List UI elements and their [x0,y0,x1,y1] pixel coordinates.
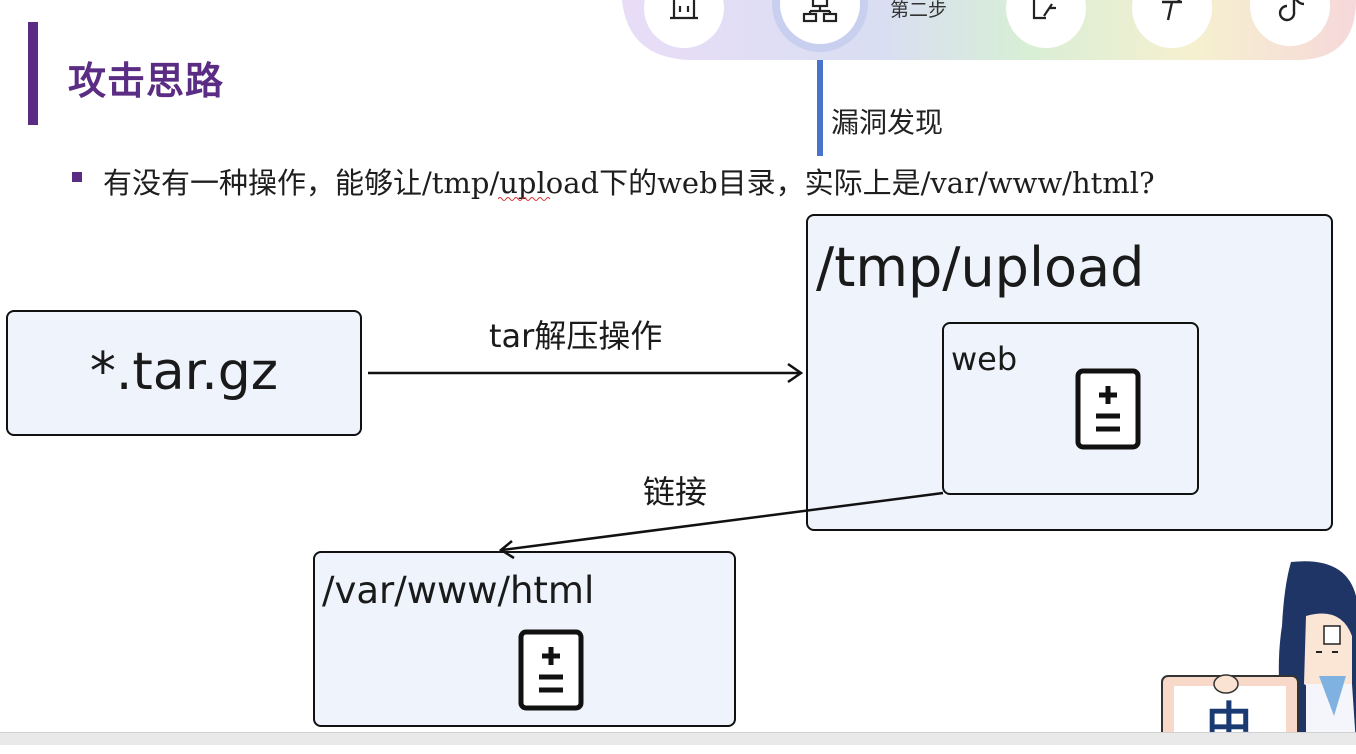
mascot-character [1161,561,1356,744]
building-icon [670,0,698,20]
nav-step-hierarchy[interactable] [772,0,868,52]
step-annotation: 漏洞发现 [831,106,944,139]
extract-arrow [368,362,804,384]
nav-step-tool[interactable] [1132,0,1212,48]
target-dir-box: /var/www/html [313,551,736,727]
slide-title: 攻击思路 [68,58,225,103]
current-step-label: 第二步 [890,0,947,21]
progress-nav: 第二步 [622,0,1356,156]
nav-step-tiktok[interactable] [1250,0,1330,46]
step-connector-line [817,60,823,156]
bottom-scroll-strip [0,732,1356,745]
document-icon [1075,368,1141,450]
archive-label: *.tar.gz [89,342,279,402]
upload-dir-label: /tmp/upload [816,236,1145,299]
upload-dir-box: /tmp/upload web [806,214,1333,531]
link-arrow [498,491,944,560]
title-accent-bar [28,22,38,125]
spellcheck-squiggle [498,197,551,201]
archive-box: *.tar.gz [6,310,362,436]
hierarchy-icon [802,0,838,23]
nav-step-building[interactable] [644,0,724,48]
document-icon [518,629,584,711]
bullet-marker [72,172,82,182]
extract-label: tar解压操作 [489,317,663,355]
web-dir-label: web [951,340,1018,378]
target-dir-label: /var/www/html [322,569,595,612]
edit-icon [1032,0,1056,20]
link-label: 链接 [643,473,708,511]
tool-icon [1162,0,1182,21]
nav-step-edit[interactable] [1006,0,1086,48]
bullet-text: 有没有一种操作，能够让/tmp/upload下的web目录，实际上是/var/w… [103,166,1155,200]
tiktok-icon [1278,0,1305,22]
web-dir-box: web [942,322,1199,495]
